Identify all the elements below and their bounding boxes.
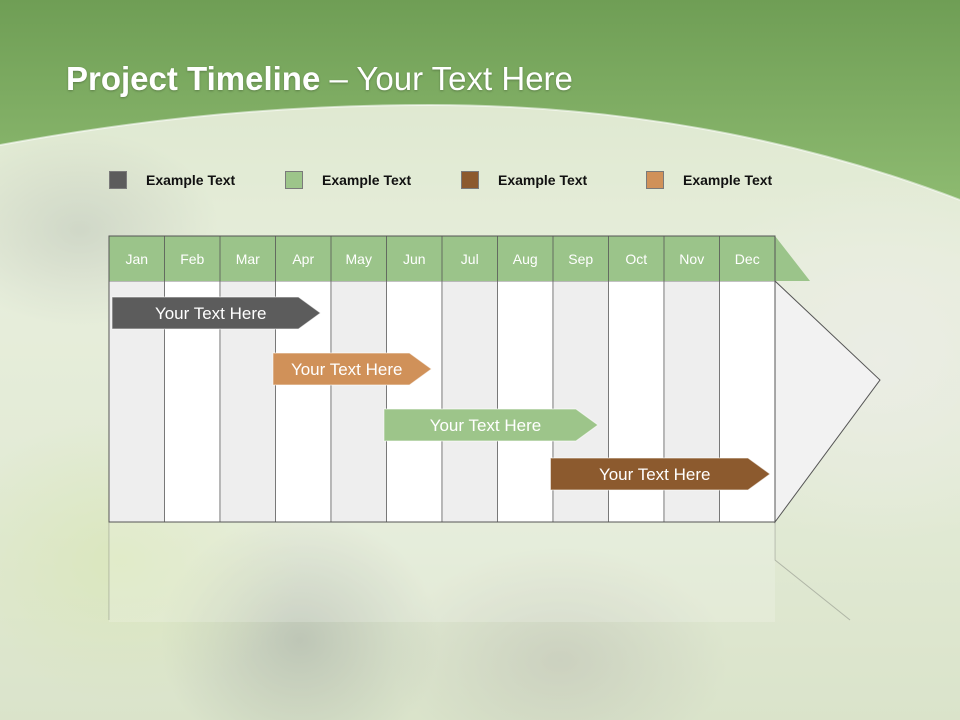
month-column-aug [497, 280, 554, 523]
month-label-sep: Sep [568, 251, 593, 267]
month-label-nov: Nov [679, 251, 704, 267]
task-bar-label-1: Your Text Here [155, 304, 267, 323]
legend-label-3: Example Text [498, 172, 588, 188]
legend-swatch-2 [285, 171, 303, 189]
timeline-reflection [108, 522, 851, 622]
page-title: Project Timeline – Your Text Here [66, 60, 573, 98]
reflection-lines [108, 522, 851, 621]
legend: Example Text Example Text Example Text E… [0, 170, 960, 194]
legend-swatch-1 [109, 171, 127, 189]
legend-label-1: Example Text [146, 172, 236, 188]
month-label-feb: Feb [180, 251, 204, 267]
month-column-may [330, 280, 387, 523]
task-bar-label-4: Your Text Here [599, 465, 711, 484]
task-bar-1 [111, 296, 322, 330]
month-header-tip [775, 236, 810, 281]
month-label-aug: Aug [513, 251, 538, 267]
task-bar-2 [272, 352, 433, 386]
task-bar-4 [549, 457, 771, 491]
legend-label-4: Example Text [683, 172, 773, 188]
month-label-dec: Dec [735, 251, 760, 267]
title-bold: Project Timeline [66, 60, 321, 97]
month-label-jul: Jul [461, 251, 479, 267]
month-label-jun: Jun [403, 251, 426, 267]
month-header: Jan Feb Mar Apr May Jun Jul Aug Sep Oct Nov Dec [108, 235, 810, 523]
grid-frame [108, 235, 776, 523]
month-label-may: May [346, 251, 372, 267]
task-bar-label-3: Your Text Here [430, 416, 542, 435]
task-bar-label-2: Your Text Here [291, 360, 403, 379]
legend-swatch-3 [461, 171, 479, 189]
month-column-jun [386, 280, 443, 523]
task-bar-3 [383, 408, 599, 442]
reflection-fade [109, 522, 775, 622]
month-column-jul [441, 280, 498, 523]
header-band [0, 0, 960, 201]
month-label-mar: Mar [236, 251, 260, 267]
title-subtitle: – Your Text Here [320, 60, 573, 97]
legend-swatch-4 [646, 171, 664, 189]
month-label-oct: Oct [625, 251, 647, 267]
month-label-jan: Jan [125, 251, 148, 267]
month-label-apr: Apr [292, 251, 314, 267]
legend-label-2: Example Text [322, 172, 412, 188]
